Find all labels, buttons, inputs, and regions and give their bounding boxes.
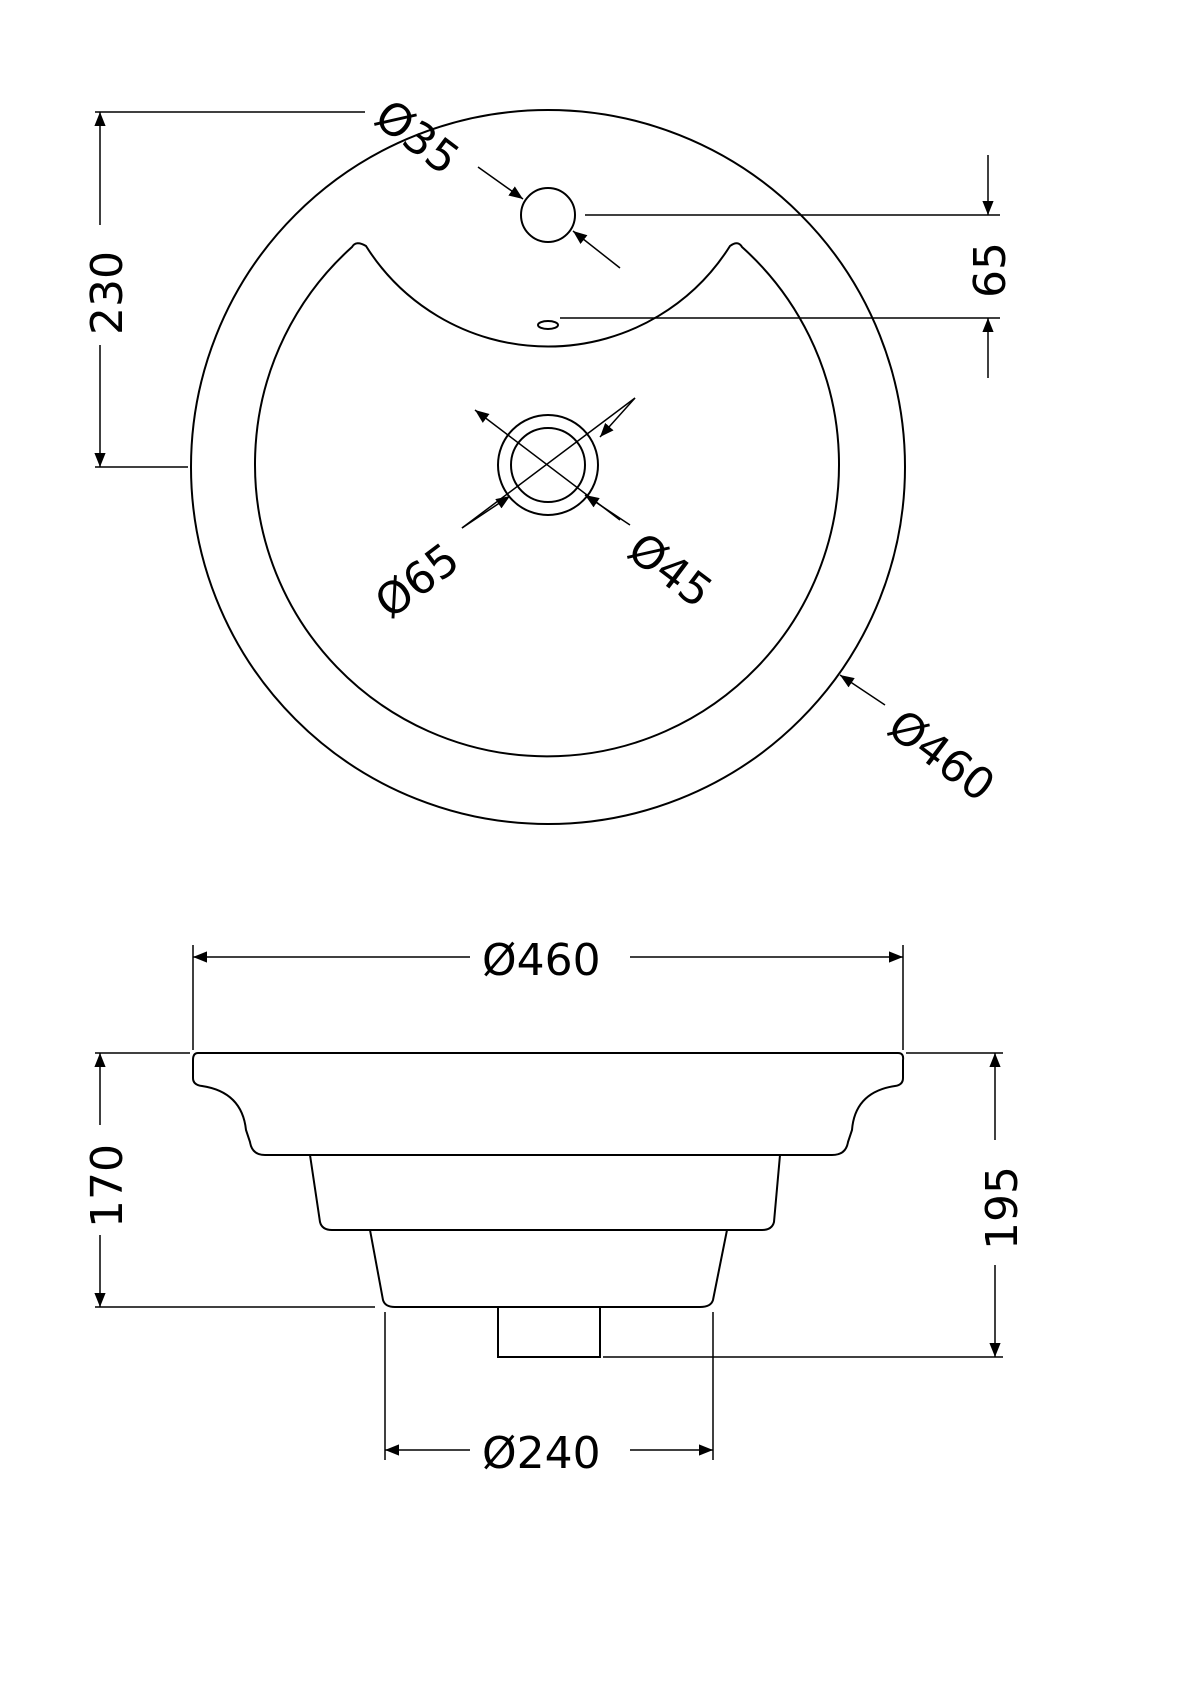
dim-waste-inner: Ø45	[618, 523, 721, 618]
basin-profile	[192, 1052, 905, 1308]
waste-arrow	[584, 494, 631, 526]
side-view: Ø460 170 195 Ø240	[82, 935, 1028, 1479]
inner-bowl	[254, 242, 840, 758]
waste-inner	[510, 427, 586, 503]
dim-tap-hole: Ø35	[365, 90, 468, 185]
top-view: Ø65 Ø45 Ø35 65 230 Ø460	[82, 90, 1016, 825]
dim-overall-width: Ø460	[482, 935, 601, 986]
waste-pipe	[497, 1306, 601, 1358]
dim-body-height: 170	[82, 1144, 133, 1228]
tap-dim-line	[572, 230, 621, 269]
waste-arrow	[461, 495, 511, 529]
tap-dim-line	[477, 166, 524, 200]
overflow-hole	[537, 320, 559, 330]
tap-hole	[520, 187, 576, 243]
dim-base-diameter: Ø240	[482, 1428, 601, 1479]
dim-waste-outer: Ø65	[366, 534, 469, 629]
dim-overall-top: Ø460	[878, 700, 1003, 812]
waste-dim-line-2	[461, 397, 636, 529]
waste-outer	[497, 414, 599, 516]
dim-tap-offset: 65	[965, 242, 1016, 298]
dim-total-height: 195	[977, 1166, 1028, 1250]
dim-line	[839, 674, 886, 706]
dim-half-depth: 230	[82, 251, 133, 335]
outer-rim	[190, 109, 906, 825]
waste-arrow	[599, 397, 636, 438]
